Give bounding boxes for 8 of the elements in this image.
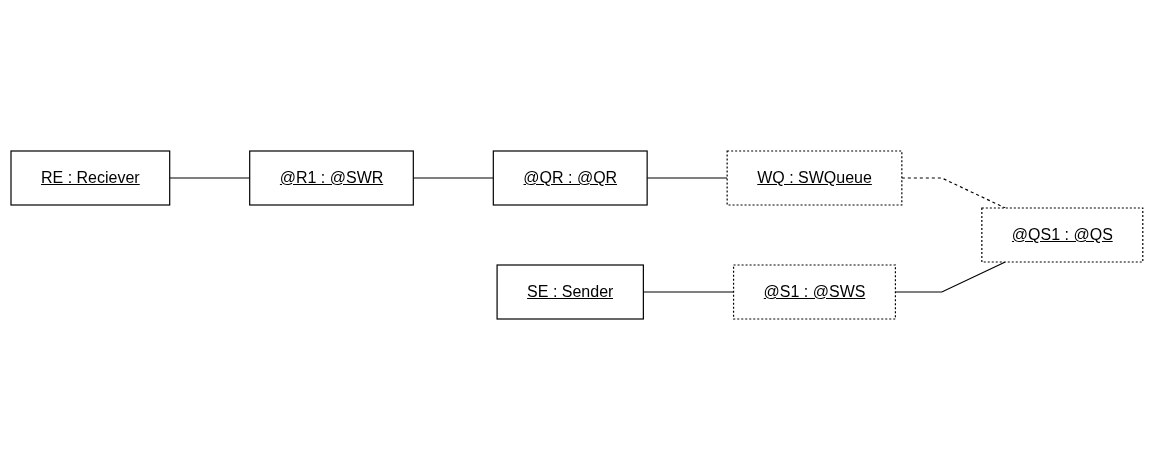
node-box: RE : Reciever (10, 150, 171, 206)
connector (901, 177, 1006, 209)
node-box: @S1 : @SWS (733, 264, 897, 320)
node-box: WQ : SWQueue (726, 150, 903, 206)
node-box: @QR : @QR (492, 150, 648, 206)
node-box: @QS1 : @QS (981, 207, 1144, 263)
node-box: @R1 : @SWR (249, 150, 414, 206)
node-box: SE : Sender (496, 264, 645, 320)
